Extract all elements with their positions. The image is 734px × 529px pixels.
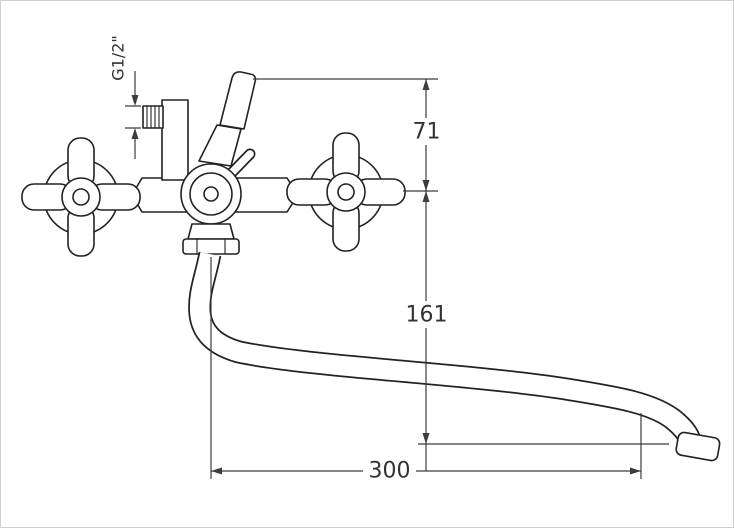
nipple-thread-hatch — [146, 106, 160, 128]
center-body-mid — [189, 172, 233, 216]
diverter-knob — [219, 71, 257, 130]
arrow-down-thread — [131, 95, 139, 106]
right-handle-screw — [337, 183, 355, 201]
arrow-up-center — [422, 191, 430, 202]
spout-collar — [187, 223, 235, 240]
aerator-cap — [675, 431, 721, 462]
mask-161 — [403, 301, 450, 328]
arrow-down-center — [422, 180, 430, 191]
left-handle-hub — [61, 177, 101, 217]
dim-label-161: 161 — [406, 303, 448, 328]
spout-nut-facets — [196, 239, 226, 254]
left-cross-handle — [21, 137, 141, 257]
dim-label-300: 300 — [369, 459, 411, 484]
thread-dim-lines — [125, 71, 141, 159]
arrow-up-top — [422, 79, 430, 90]
mask-71 — [410, 118, 443, 145]
thread-size-label: G1/2" — [109, 35, 128, 81]
spout-nut — [182, 238, 240, 255]
arrow-left-300 — [211, 467, 222, 475]
dim-label-71: 71 — [413, 120, 441, 145]
wall-nipple — [142, 105, 164, 129]
right-handle-hub — [326, 172, 366, 212]
left-handle-screw — [72, 188, 90, 206]
faucet-body — [21, 71, 721, 462]
diverter-stem — [198, 124, 242, 167]
arrow-down-outlet — [422, 433, 430, 444]
right-cross-handle — [286, 132, 406, 252]
arrow-up-thread — [131, 128, 139, 139]
arrow-right-300 — [630, 467, 641, 475]
mask-300 — [363, 457, 416, 484]
aerator — [675, 431, 721, 462]
dimensions: 71 161 300 G1/2" — [109, 35, 669, 484]
center-body-screw — [203, 186, 219, 202]
riser-pipe — [161, 99, 189, 181]
spout-tube-fill — [189, 251, 701, 447]
